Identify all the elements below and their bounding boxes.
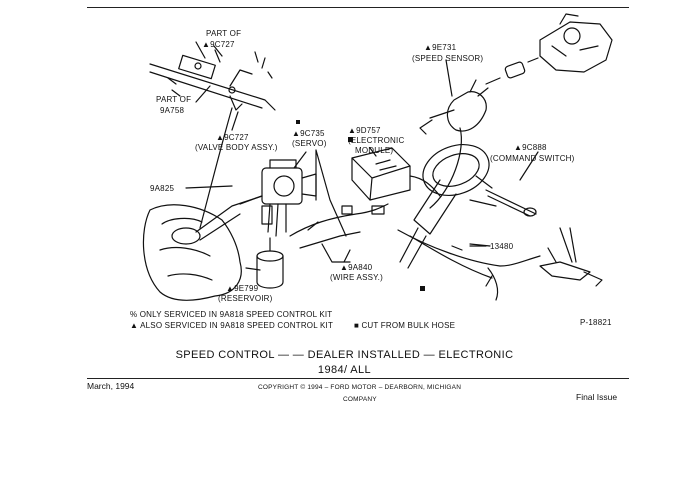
figure-id: P-18821 — [580, 318, 612, 327]
speed-sensor-drawing — [419, 57, 539, 209]
label-command-switch-num: ▲9C888 — [514, 143, 547, 152]
footer-copyright: COPYRIGHT © 1994 – FORD MOTOR – DEARBORN… — [258, 384, 462, 391]
leader-9a825 — [185, 185, 233, 189]
label-valve-body: (VALVE BODY ASSY.) — [195, 143, 278, 152]
label-part-of-9a758-num: 9A758 — [160, 106, 184, 115]
label-reservoir: (RESERVOIR) — [218, 294, 273, 303]
top-rule — [87, 7, 629, 8]
bulk-hose-marker — [420, 286, 425, 291]
bottom-rule — [87, 378, 629, 379]
label-wire-assy-num: ▲9A840 — [340, 263, 373, 272]
command-switch-drawing — [469, 189, 537, 217]
label-part-of-9a758: PART OF — [156, 95, 191, 104]
throttle-cable-line — [199, 107, 233, 229]
label-servo-num: ▲9C735 — [292, 129, 325, 138]
label-module-2: MODULE) — [355, 146, 393, 155]
footer-date: March, 1994 — [87, 381, 135, 391]
label-speed-sensor: (SPEED SENSOR) — [412, 54, 483, 63]
legend-line-1: % ONLY SERVICED IN 9A818 SPEED CONTROL K… — [130, 310, 332, 319]
label-command-switch: (COMMAND SWITCH) — [490, 154, 575, 163]
throttle-body-drawing — [142, 195, 263, 301]
wire-assembly-drawing — [289, 203, 389, 263]
steering-wheel-drawing — [399, 144, 493, 269]
bulk-hose-marker — [348, 137, 353, 142]
label-13480: 13480 — [490, 242, 514, 251]
reservoir-drawing — [256, 237, 284, 289]
label-reservoir-num: ▲9E799 — [226, 284, 259, 293]
callout-labels: PART OF ▲9C727 PART OF 9A758 ▲9C727 (VAL… — [150, 29, 612, 327]
servo-drawing — [239, 159, 317, 237]
bracket-drawing — [539, 227, 603, 287]
footer-copyright-2: COMPANY — [343, 396, 377, 403]
diagram-title: SPEED CONTROL — — DEALER INSTALLED — ELE… — [175, 349, 514, 361]
label-wire-assy: (WIRE ASSY.) — [330, 273, 383, 282]
legend-line-3: ■ CUT FROM BULK HOSE — [354, 321, 455, 330]
label-part-of-9c727-num: ▲9C727 — [202, 40, 235, 49]
label-servo: (SERVO) — [292, 139, 327, 148]
transmission-housing-drawing — [539, 13, 613, 73]
linkage-assembly-drawing — [149, 41, 276, 111]
label-module-num: ▲9D757 — [348, 126, 381, 135]
label-valve-body-num: ▲9C727 — [216, 133, 249, 142]
legend: % ONLY SERVICED IN 9A818 SPEED CONTROL K… — [130, 310, 455, 330]
speedometer-cable-line — [397, 229, 541, 267]
label-module: (ELECTRONIC — [348, 136, 404, 145]
label-9a825: 9A825 — [150, 184, 174, 193]
label-part-of-9c727: PART OF — [206, 29, 241, 38]
legend-line-2: ▲ ALSO SERVICED IN 9A818 SPEED CONTROL K… — [130, 321, 333, 330]
electronic-module-drawing — [351, 147, 441, 201]
label-speed-sensor-num: ▲9E731 — [424, 43, 457, 52]
footer-status: Final Issue — [576, 392, 618, 402]
diagram-subtitle: 1984/ ALL — [317, 364, 372, 376]
bulk-hose-marker — [296, 120, 300, 124]
